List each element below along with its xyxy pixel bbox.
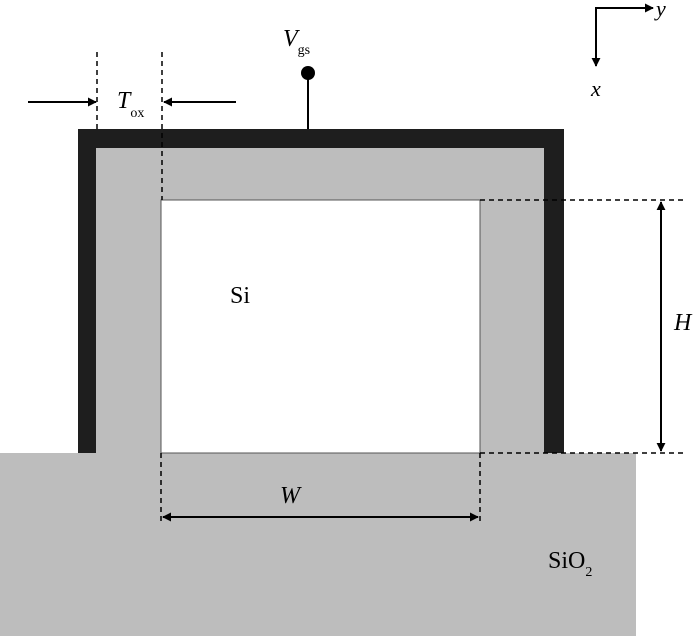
w-label: W [280, 483, 302, 509]
si-label: Si [230, 283, 250, 309]
axis-x-label: x [590, 76, 601, 101]
vgs-label: Vgs [283, 26, 310, 58]
sio2-substrate [0, 453, 636, 636]
tox-label: Tox [117, 88, 144, 121]
gate-terminal-dot [301, 66, 315, 80]
gate-oxide [96, 148, 544, 453]
sio2-label: SiO2 [548, 548, 592, 580]
axis-y-label: y [654, 0, 666, 21]
h-label: H [673, 310, 693, 336]
silicon-fin [160, 199, 481, 454]
